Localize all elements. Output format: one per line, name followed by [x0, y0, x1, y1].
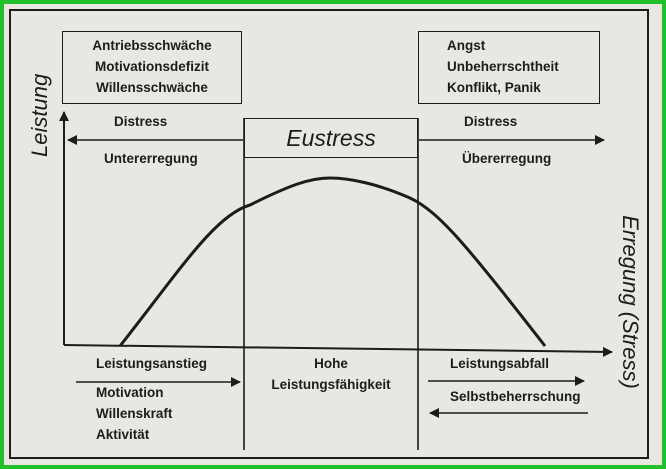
right-symptom-3: Konflikt, Panik — [447, 80, 541, 95]
left-symptom-3: Willensschwäche — [96, 80, 208, 95]
distress-right-label: Distress — [464, 114, 518, 129]
performance-curve — [118, 176, 547, 347]
left-symptom-1: Antriebsschwäche — [92, 38, 212, 53]
leistungsanstieg-label: Leistungsanstieg — [96, 356, 208, 371]
willenskraft-label: Willenskraft — [96, 406, 173, 421]
y-axis-label: Leistung — [27, 73, 52, 157]
selbstbeherrschung-label: Selbstbeherrschung — [450, 389, 581, 404]
leistungsabfall-label: Leistungsabfall — [450, 356, 550, 371]
distress-left-label: Distress — [114, 114, 168, 129]
right-symptom-2: Unbeherrschtheit — [447, 59, 559, 74]
uebererregung-label: Übererregung — [462, 151, 552, 166]
eustress-title: Eustress — [244, 118, 418, 158]
hohe-label: Hohe — [314, 356, 348, 371]
x-axis — [63, 344, 613, 357]
untererregung-label: Untererregung — [104, 151, 198, 166]
aktivitaet-label: Aktivität — [96, 427, 150, 442]
x-axis-label: Erregung (Stress) — [618, 215, 643, 389]
diagram-border — [9, 9, 649, 459]
left-symptoms-box: Antriebsschwäche Motivationsdefizit Will… — [62, 31, 242, 104]
motivation-label: Motivation — [96, 385, 164, 400]
left-symptom-2: Motivationsdefizit — [95, 59, 209, 74]
right-symptom-1: Angst — [447, 38, 486, 53]
right-symptoms-box: Angst Unbeherrschtheit Konflikt, Panik — [418, 31, 600, 104]
leistungsfaehigkeit-label: Leistungsfähigkeit — [271, 377, 391, 392]
